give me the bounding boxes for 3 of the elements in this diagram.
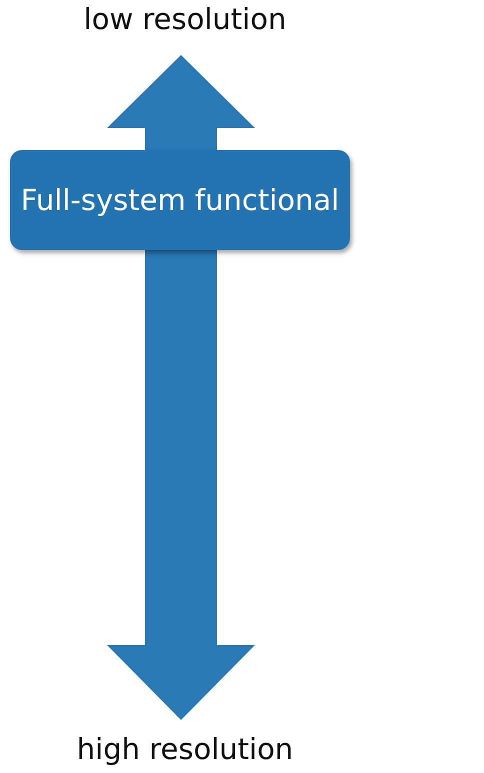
axis-label: low resolution xyxy=(82,2,288,36)
axis-label: high resolution xyxy=(76,732,294,766)
category-box: Full-system functional xyxy=(10,150,350,250)
